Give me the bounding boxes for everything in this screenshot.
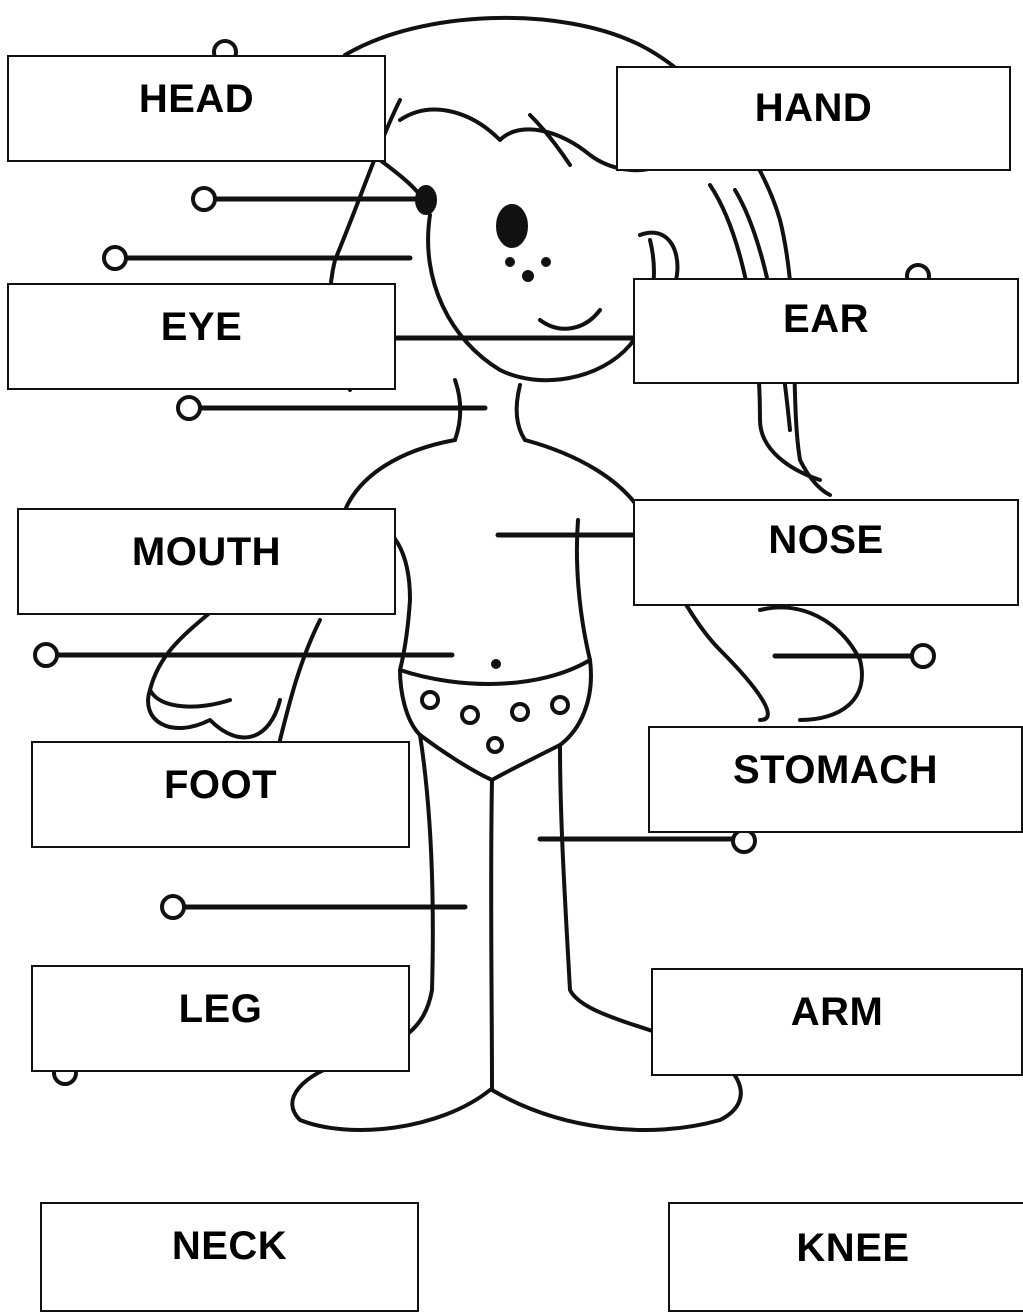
- neck-right: [517, 385, 525, 440]
- label-arm: ARM: [791, 990, 884, 1035]
- pointer-circle: [104, 247, 126, 269]
- pointer-circle: [162, 896, 184, 918]
- label-nose: NOSE: [768, 518, 883, 563]
- nose-dot: [524, 272, 532, 280]
- label-knee: KNEE: [796, 1226, 909, 1271]
- underwear-dot: [512, 704, 528, 720]
- label-head: HEAD: [139, 77, 254, 122]
- eye-right: [498, 206, 526, 246]
- label-ear: EAR: [783, 297, 869, 342]
- underwear-dot: [488, 738, 502, 752]
- pointer-circle: [733, 830, 755, 852]
- arm-right: [720, 650, 768, 720]
- pointer-circle: [912, 645, 934, 667]
- arm-left-inner: [280, 620, 320, 740]
- label-leg: LEG: [179, 987, 263, 1032]
- label-neck: NECK: [172, 1224, 287, 1269]
- underwear-dot: [552, 697, 568, 713]
- label-foot-box[interactable]: FOOT: [31, 741, 410, 848]
- navel: [493, 661, 499, 667]
- hand-left: [148, 690, 280, 737]
- label-neck-box[interactable]: NECK: [40, 1202, 419, 1312]
- smile: [540, 310, 600, 329]
- label-knee-box[interactable]: KNEE: [668, 1202, 1023, 1312]
- label-stomach-box[interactable]: STOMACH: [648, 726, 1023, 833]
- label-ear-box[interactable]: EAR: [633, 278, 1019, 384]
- hand-right: [760, 607, 862, 720]
- label-stomach: STOMACH: [733, 748, 938, 793]
- label-leg-box[interactable]: LEG: [31, 965, 410, 1072]
- label-mouth-box[interactable]: MOUTH: [17, 508, 396, 615]
- underwear-dot: [422, 692, 438, 708]
- label-head-box[interactable]: HEAD: [7, 55, 386, 162]
- pointer-circle: [35, 644, 57, 666]
- label-hand-box[interactable]: HAND: [616, 66, 1011, 171]
- face-outline: [428, 215, 654, 380]
- label-arm-box[interactable]: ARM: [651, 968, 1023, 1076]
- underwear-dot: [462, 707, 478, 723]
- label-eye: EYE: [161, 305, 243, 350]
- pointer-circle: [178, 397, 200, 419]
- label-hand: HAND: [755, 86, 873, 131]
- pointer-circle: [193, 188, 215, 210]
- freckle: [543, 259, 549, 265]
- leg-center: [491, 780, 492, 1090]
- label-nose-box[interactable]: NOSE: [633, 499, 1019, 606]
- label-mouth: MOUTH: [132, 530, 281, 575]
- chest-line: [577, 520, 590, 660]
- label-foot: FOOT: [164, 763, 277, 808]
- label-eye-box[interactable]: EYE: [7, 283, 396, 390]
- freckle: [507, 259, 513, 265]
- underwear: [400, 660, 591, 780]
